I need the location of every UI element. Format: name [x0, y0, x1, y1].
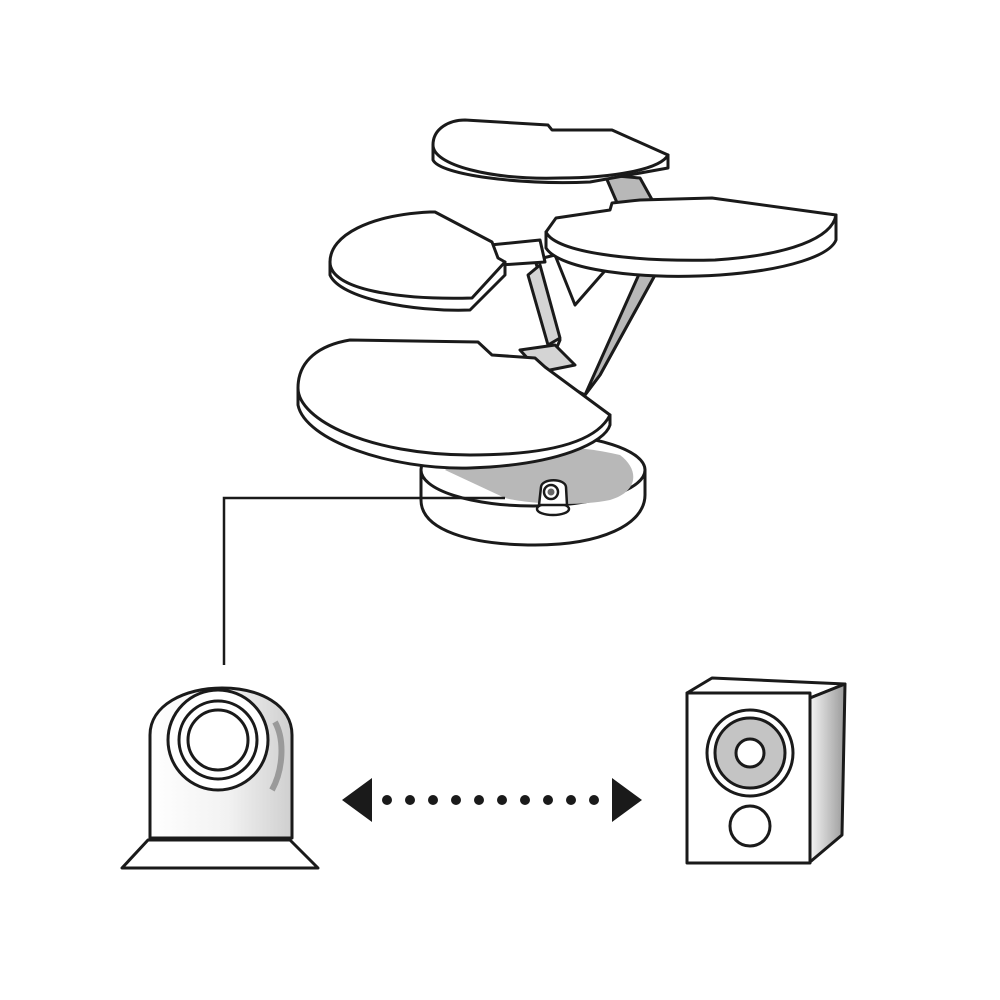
- camera-lens: [186, 708, 250, 772]
- arrow-head-left: [342, 778, 372, 822]
- speaker-side: [808, 682, 847, 864]
- speaker-tweeter: [728, 804, 772, 848]
- shelf-left: [328, 210, 507, 312]
- connection-cable: [222, 496, 505, 665]
- double-arrow-icon: [342, 778, 642, 822]
- mini-camera-icon: [535, 479, 571, 517]
- tree-shelf-icon: [296, 118, 838, 547]
- shelf-bottom: [296, 338, 612, 470]
- speaker-icon: [685, 676, 847, 865]
- shelf-right: [544, 196, 838, 278]
- camera-icon: [120, 686, 320, 870]
- arrow-head-right: [612, 778, 642, 822]
- shelf-top: [431, 118, 670, 184]
- camera-base: [120, 838, 320, 870]
